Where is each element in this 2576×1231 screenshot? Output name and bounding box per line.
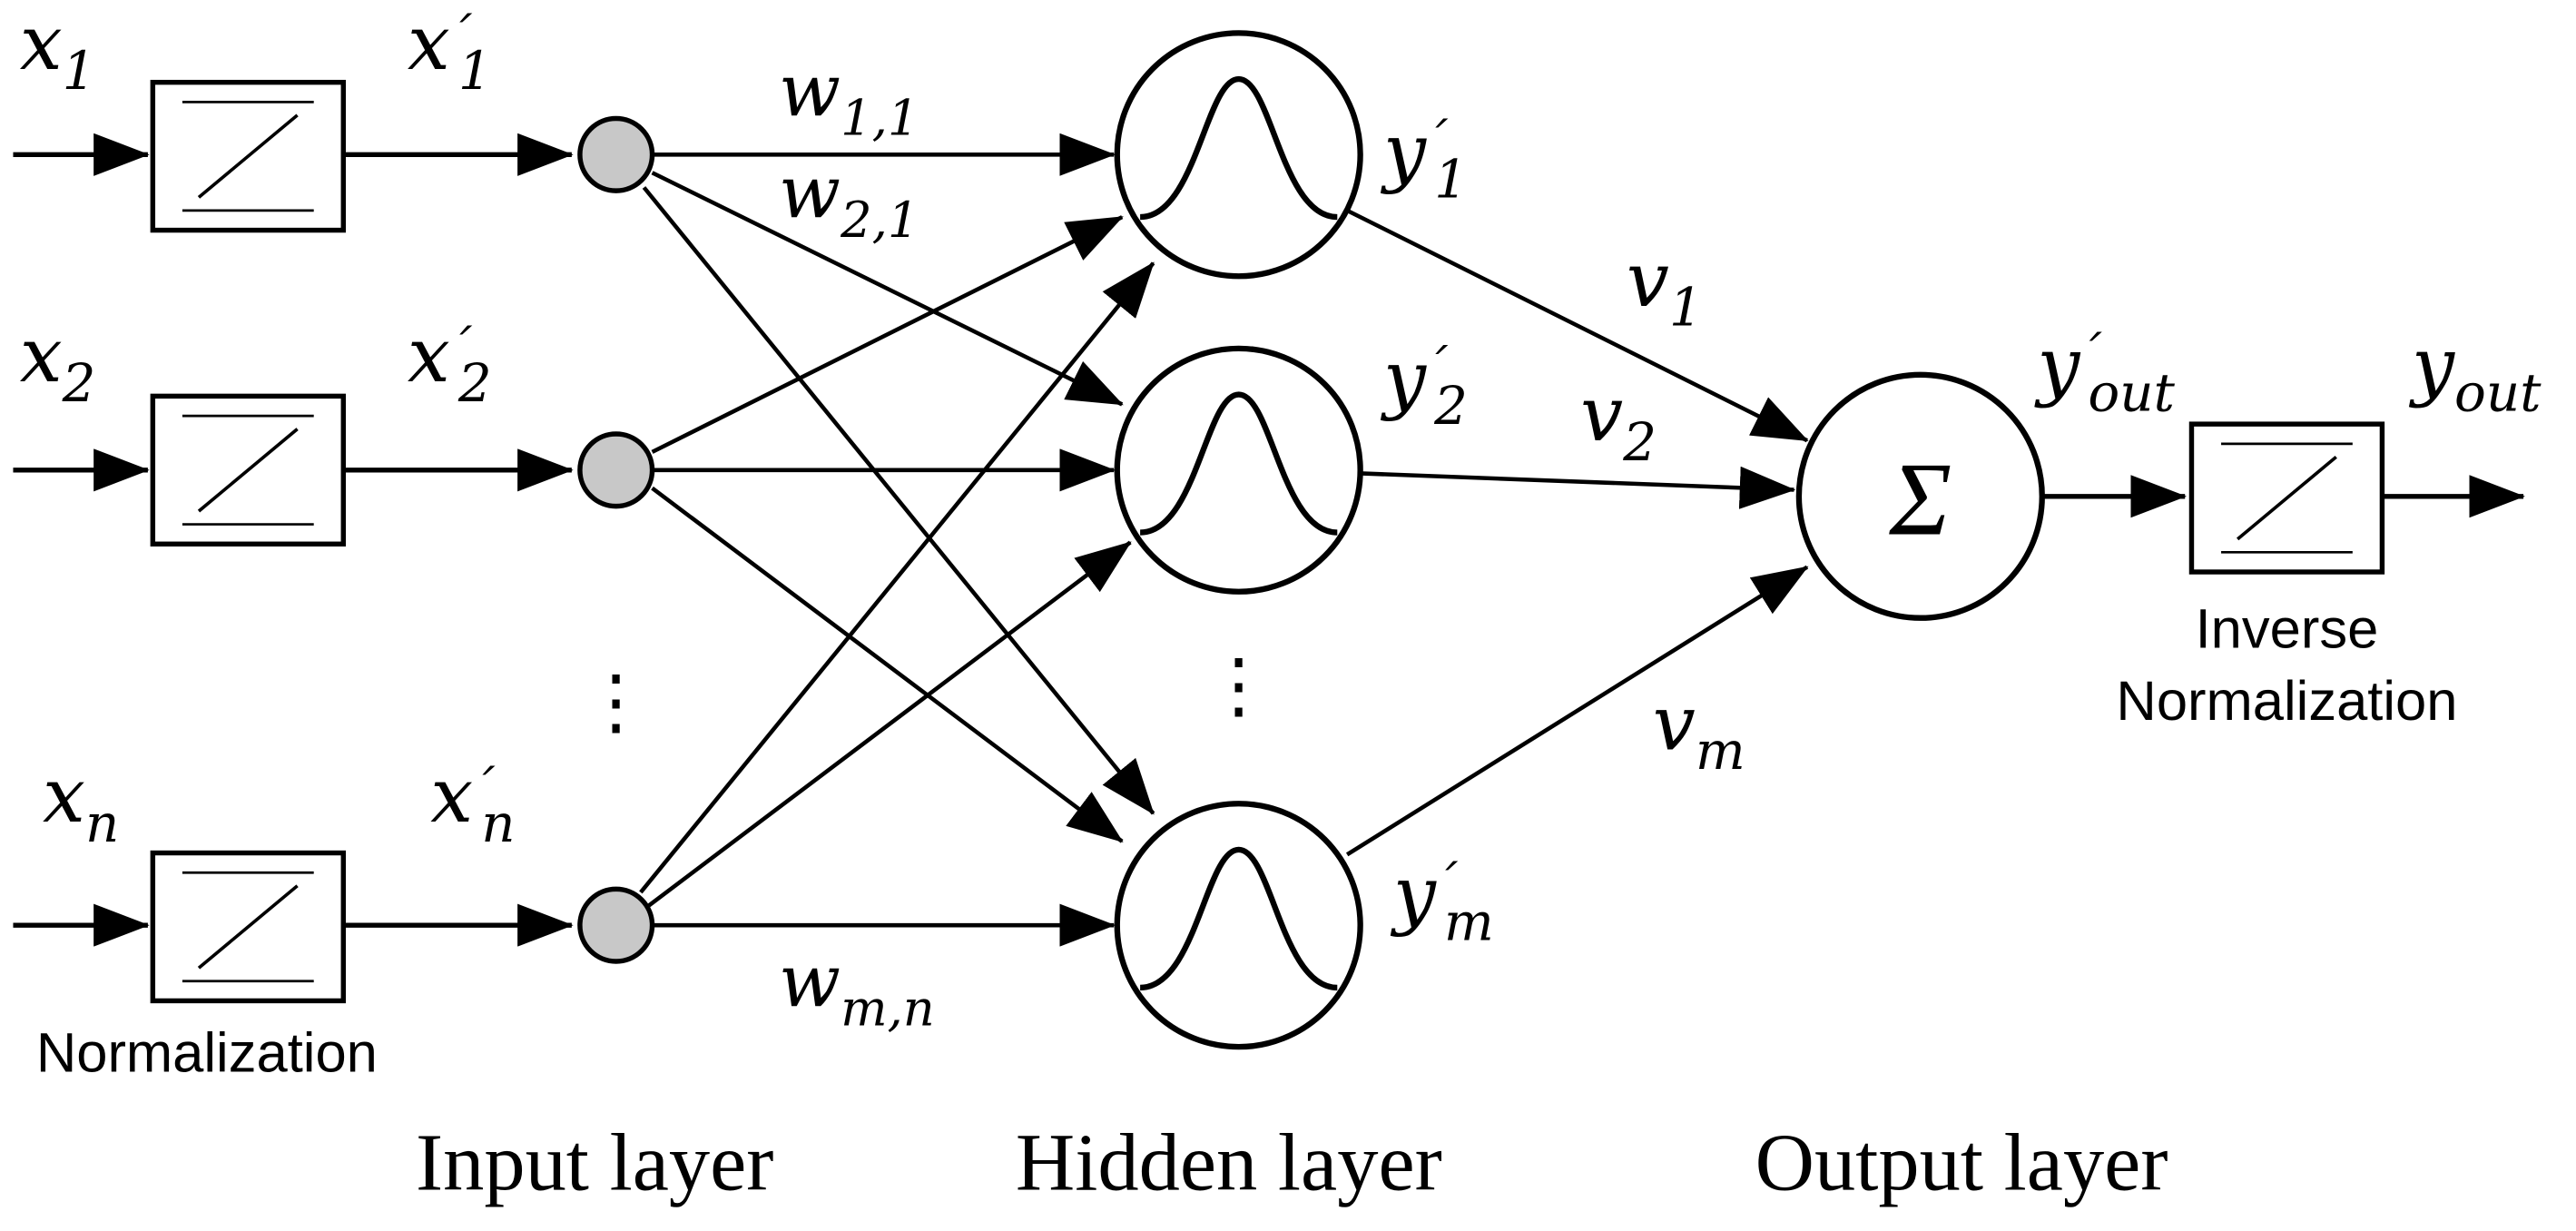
hidden-output-label-1: y´1 [1380, 108, 1468, 211]
normalization-box-2 [152, 396, 343, 544]
hidden-ellipsis: ⋮ [1203, 646, 1275, 726]
hidden-layer-label: Hidden layer [1016, 1117, 1442, 1208]
input-node-2 [577, 431, 655, 509]
normalized-label-2: x´2 [408, 311, 492, 414]
input-hidden-connections [639, 133, 1155, 947]
normalization-box-n [152, 853, 343, 1001]
input-label-n: xn [43, 752, 119, 854]
input-nodes [577, 115, 655, 964]
inverse-normalization-box [2191, 424, 2382, 572]
inverse-normalization-label-line1: Inverse [2196, 597, 2379, 660]
input-layer-label: Input layer [416, 1117, 773, 1208]
hidden-neuron-2 [1117, 349, 1361, 592]
input-arrows [13, 133, 150, 947]
output-weight-label-m: vm [1653, 680, 1745, 783]
inverse-normalization-label-line2: Normalization [2116, 670, 2457, 733]
normalized-label-1: x´1 [408, 0, 492, 102]
y-out-prime-label: y´out [2033, 321, 2175, 424]
normalization-label: Normalization [36, 1021, 378, 1084]
normalized-label-n: x´n [430, 752, 515, 854]
output-weight-label-2: v2 [1580, 370, 1657, 473]
y-out-label: yout [2408, 321, 2542, 424]
input-node-1 [577, 115, 655, 193]
input-ellipsis: ⋮ [580, 663, 653, 743]
hidden-output-label-m: y´m [1390, 851, 1494, 953]
hidden-output-label-2: y´2 [1380, 334, 1468, 437]
hidden-neuron-1 [1117, 33, 1361, 276]
weight-label-w21: w2,1 [779, 150, 919, 249]
sum-neuron: Σ [1795, 371, 2045, 621]
output-weight-label-1: v1 [1627, 236, 1703, 339]
output-layer-label: Output layer [1755, 1117, 2168, 1208]
weight-label-w11: w1,1 [779, 48, 919, 147]
input-label-2: x2 [20, 311, 96, 414]
sum-symbol: Σ [1888, 441, 1952, 557]
input-node-n [577, 886, 655, 964]
hidden-neuron-m [1117, 803, 1361, 1047]
input-label-1: x1 [20, 0, 96, 102]
normalization-box-1 [152, 83, 343, 231]
box-to-node-arrows [343, 133, 574, 947]
hidden-output-connections [1345, 208, 1809, 857]
weight-label-wmn: wm,n [779, 939, 935, 1038]
